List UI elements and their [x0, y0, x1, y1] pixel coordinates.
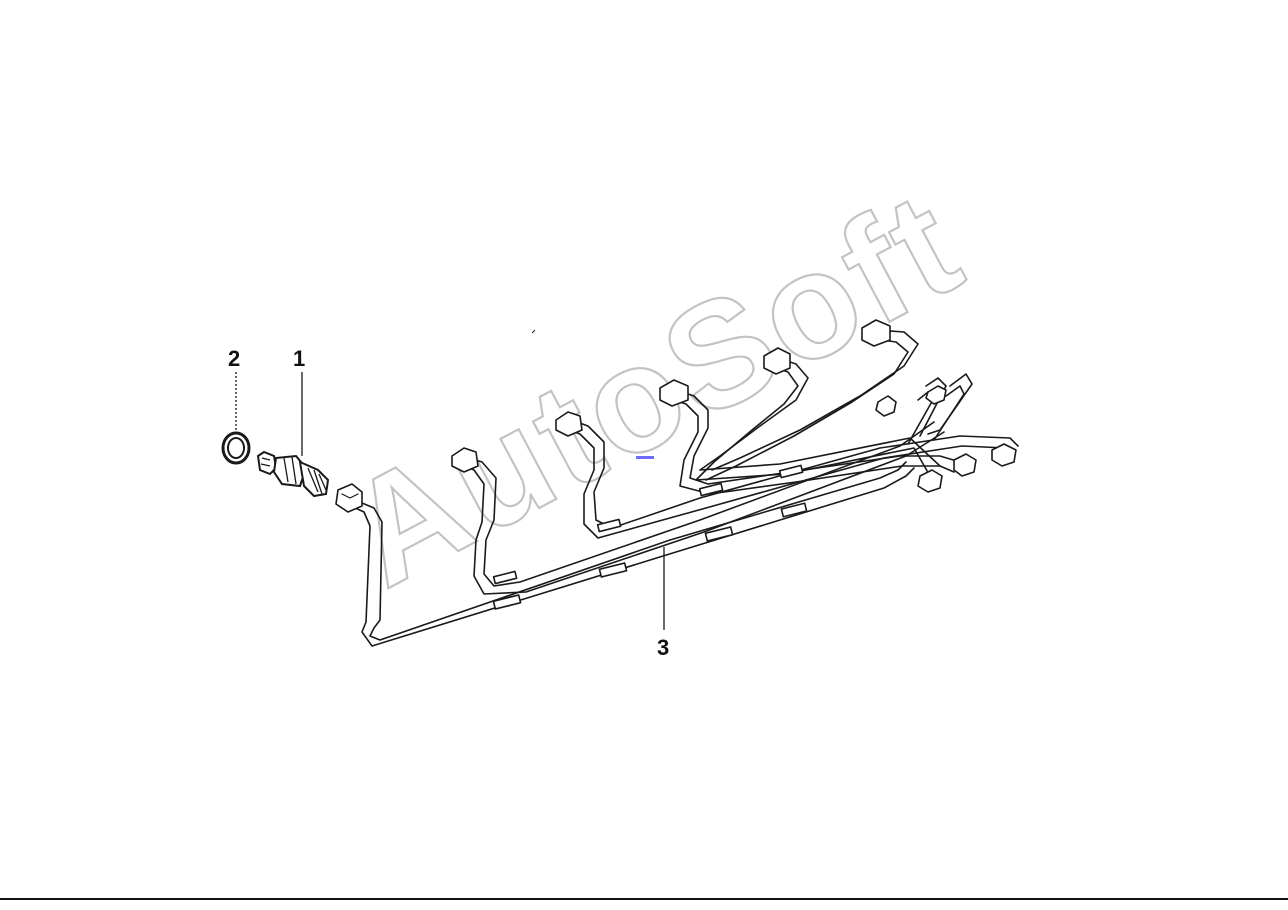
callout-label-1: 1: [293, 346, 306, 371]
union-fitting-icon: [256, 450, 330, 498]
sealing-ring-icon: [221, 431, 251, 465]
callout-label-3: 3: [657, 635, 670, 660]
callout-label-2: 2: [228, 346, 241, 371]
bottom-border-rule: [0, 898, 1288, 900]
injection-pipe-set: [335, 319, 1019, 647]
callout-leaders: [235, 372, 665, 630]
accent-mark: [636, 456, 654, 459]
stray-mark: [531, 329, 536, 334]
